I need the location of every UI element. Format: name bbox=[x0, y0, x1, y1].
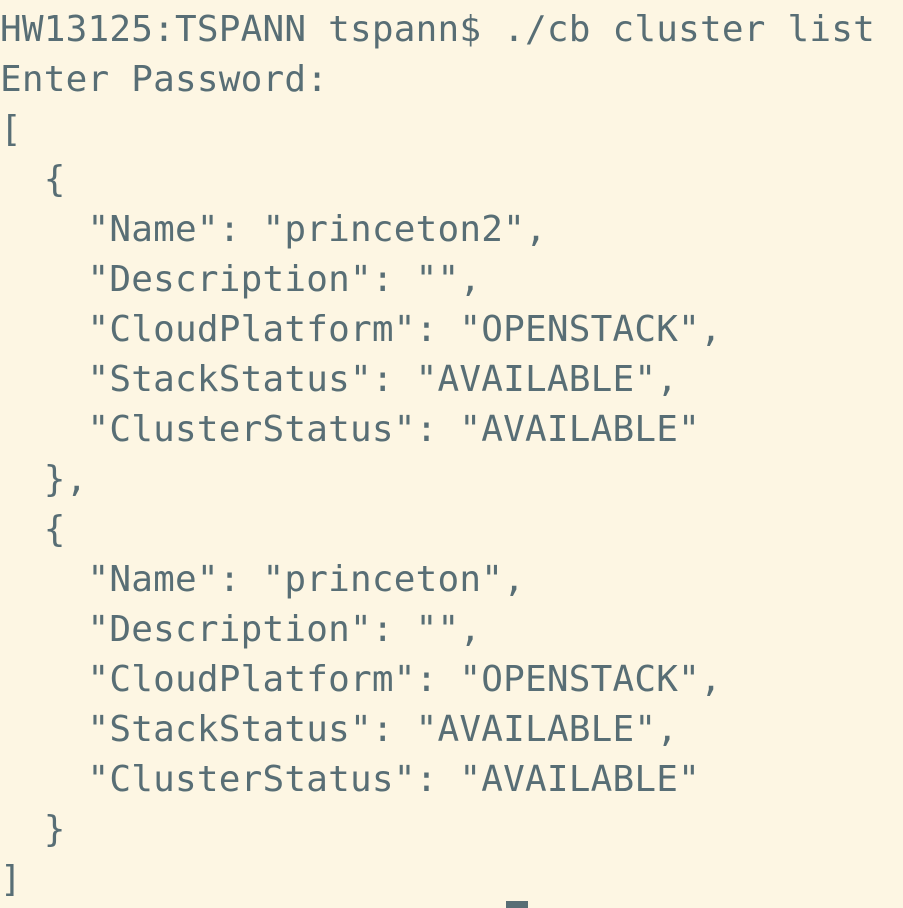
command-prompt-line: HW13125:TSPANN tspann$ ./cb cluster list bbox=[0, 9, 875, 50]
output-line: "StackStatus": "AVAILABLE", bbox=[0, 709, 679, 750]
output-line: "Description": "", bbox=[0, 259, 482, 300]
output-line: { bbox=[0, 509, 66, 550]
output-line: "Name": "princeton2", bbox=[0, 209, 547, 250]
output-line: "Name": "princeton", bbox=[0, 559, 525, 600]
password-prompt: Enter Password: bbox=[0, 59, 329, 100]
output-line: [ bbox=[0, 109, 22, 150]
output-line: "StackStatus": "AVAILABLE", bbox=[0, 359, 679, 400]
output-line: "ClusterStatus": "AVAILABLE" bbox=[0, 409, 700, 450]
output-line: "Description": "", bbox=[0, 609, 482, 650]
text-cursor bbox=[506, 901, 528, 908]
output-line: }, bbox=[0, 459, 88, 500]
output-line: "CloudPlatform": "OPENSTACK", bbox=[0, 659, 722, 700]
output-line: "ClusterStatus": "AVAILABLE" bbox=[0, 759, 700, 800]
output-line: "CloudPlatform": "OPENSTACK", bbox=[0, 309, 722, 350]
output-line: ] bbox=[0, 859, 22, 900]
output-line: } bbox=[0, 809, 66, 850]
output-line: { bbox=[0, 159, 66, 200]
